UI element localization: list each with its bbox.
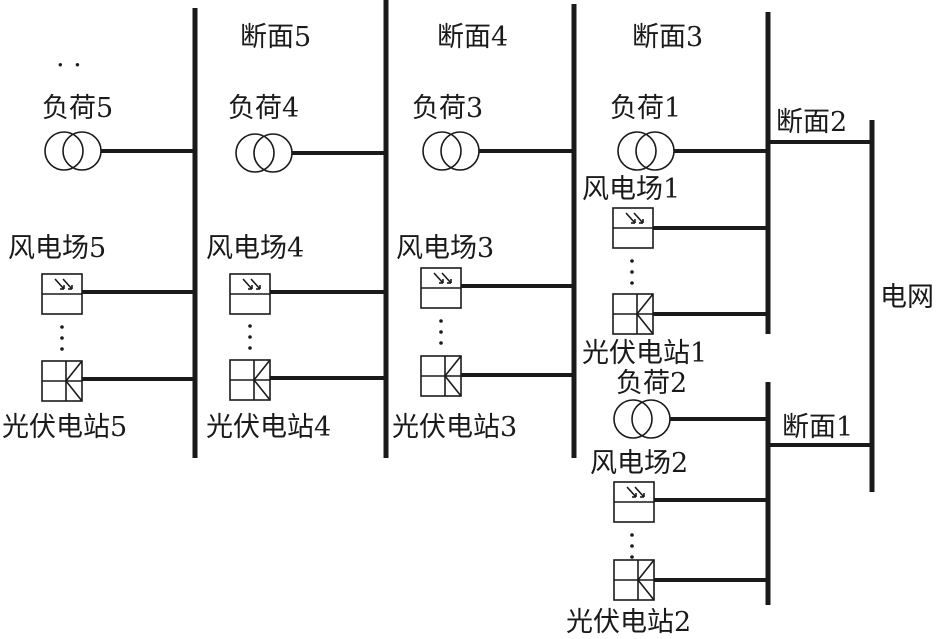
load-4-label: 负荷4: [228, 93, 299, 124]
dot: [630, 281, 634, 285]
dot: [248, 335, 252, 339]
dot: [630, 259, 634, 263]
section-1-label: 断面1: [782, 412, 853, 443]
wind-1-label: 风电场1: [582, 174, 680, 205]
wind-4-label: 风电场4: [206, 233, 304, 264]
wind-2-turbine-icon: [613, 481, 655, 523]
pv-1-label: 光伏电站1: [582, 338, 707, 369]
load-4-transformer-icon: [235, 133, 293, 173]
dot: [439, 330, 443, 334]
pv-1-panel-icon: [612, 293, 654, 335]
load-3-transformer-icon: [422, 131, 480, 171]
dot: [630, 544, 634, 548]
pv-3-label: 光伏电站3: [392, 412, 517, 443]
wind-5-label: 风电场5: [8, 233, 106, 264]
wind-4-turbine-icon: [229, 273, 271, 315]
dot: [630, 533, 634, 537]
pv-5-label: 光伏电站5: [2, 412, 127, 443]
dot: [630, 270, 634, 274]
load-1-transformer-icon: [617, 131, 675, 171]
section-4-label: 断面4: [437, 22, 508, 53]
pv-5-panel-icon: [41, 360, 83, 402]
wind-5-turbine-icon: [41, 273, 83, 315]
pv-4-panel-icon: [229, 359, 271, 401]
section-5-label: 断面5: [240, 22, 311, 53]
dot: [60, 325, 64, 329]
load-5-transformer-icon: [44, 131, 102, 171]
dot: [60, 347, 64, 351]
continuation-dots: . .: [56, 42, 82, 73]
dot: [439, 319, 443, 323]
pv-4-label: 光伏电站4: [206, 412, 331, 443]
dot: [248, 324, 252, 328]
wind-3-turbine-icon: [420, 267, 462, 309]
pv-2-panel-icon: [613, 559, 655, 601]
load-1-label: 负荷1: [610, 93, 681, 124]
dot: [248, 346, 252, 350]
load-2-transformer-icon: [613, 399, 671, 439]
load-2-label: 负荷2: [616, 368, 687, 399]
wind-2-label: 风电场2: [590, 448, 688, 479]
section-3-label: 断面3: [632, 22, 703, 53]
grid-label: 电网: [880, 282, 934, 313]
pv-2-label: 光伏电站2: [566, 607, 691, 638]
wind-3-label: 风电场3: [396, 233, 494, 264]
section-2-label: 断面2: [776, 107, 847, 138]
load-3-label: 负荷3: [412, 93, 483, 124]
pv-3-panel-icon: [420, 355, 462, 397]
load-5-label: 负荷5: [42, 93, 113, 124]
wind-1-turbine-icon: [612, 207, 654, 249]
dot: [60, 336, 64, 340]
dot: [630, 555, 634, 559]
dot: [439, 341, 443, 345]
